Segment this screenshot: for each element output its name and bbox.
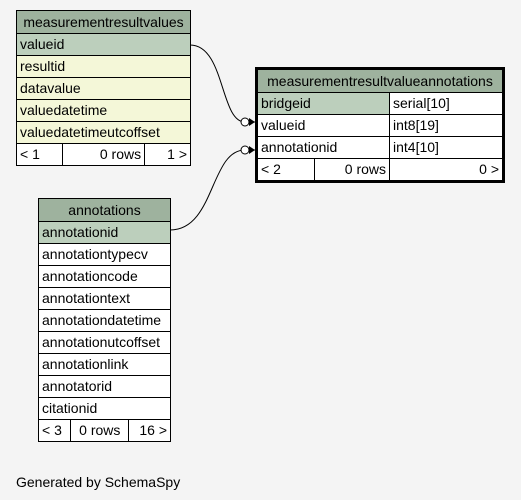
parents-count: < 2 [257,158,315,181]
parents-count: < 3 [37,419,72,442]
column-annotationid-type: int4[10] [389,136,503,159]
table-annotations[interactable]: annotations annotationid annotationtypec… [37,198,171,442]
column-valueid[interactable]: valueid [257,114,390,137]
column-annotationid[interactable]: annotationid [38,221,171,244]
column-citationid[interactable]: citationid [38,397,171,420]
link-annotationid [169,149,255,231]
column-annotationcode[interactable]: annotationcode [38,265,171,288]
parents-count: < 1 [16,143,63,166]
column-valueid[interactable]: valueid [16,33,191,56]
children-count: 16 > [128,419,171,442]
generated-by-text: Generated by SchemaSpy [16,474,181,490]
column-bridgeid[interactable]: bridgeid [257,92,390,115]
column-annotationtext[interactable]: annotationtext [38,287,171,310]
link-valueid-arrow [249,118,255,126]
children-count: 0 > [389,158,503,181]
column-annotationtypecv[interactable]: annotationtypecv [38,243,171,266]
children-count: 1 > [144,143,191,166]
link-valueid-marker [240,117,250,127]
row-count: 0 rows [61,143,146,166]
column-valuedatetimeutcoffset[interactable]: valuedatetimeutcoffset [16,121,191,144]
column-annotationutcoffset[interactable]: annotationutcoffset [38,331,171,354]
link-annotationid-arrow [249,146,255,154]
table-title[interactable]: measurementresultvalues [16,10,191,34]
table-measurementresultvalueannotations[interactable]: measurementresultvalueannotations bridge… [255,67,505,183]
row-count: 0 rows [314,158,390,181]
column-valueid-type: int8[19] [389,114,503,137]
column-resultid[interactable]: resultid [16,55,191,78]
column-datavalue[interactable]: datavalue [16,77,191,100]
link-annotationid-marker [240,145,250,155]
column-valuedatetime[interactable]: valuedatetime [16,99,191,122]
table-title[interactable]: measurementresultvalueannotations [257,69,503,93]
column-annotationlink[interactable]: annotationlink [38,353,171,376]
table-measurementresultvalues[interactable]: measurementresultvalues valueid resultid… [16,10,191,166]
column-annotationid[interactable]: annotationid [257,136,390,159]
column-bridgeid-type: serial[10] [389,92,503,115]
table-title[interactable]: annotations [38,198,171,222]
row-count: 0 rows [70,419,130,442]
column-annotationdatetime[interactable]: annotationdatetime [38,309,171,332]
link-valueid [189,44,255,123]
column-annotatorid[interactable]: annotatorid [38,375,171,398]
